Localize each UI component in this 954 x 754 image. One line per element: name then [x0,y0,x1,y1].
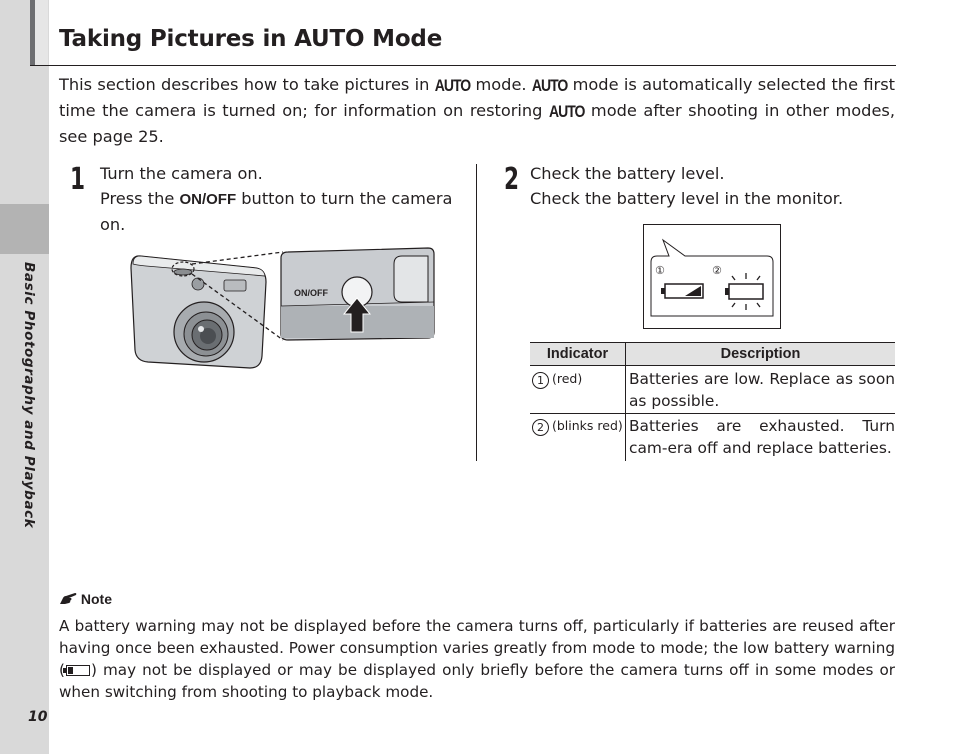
step-1-body: Press the ON/OFF button to turn the came… [100,186,467,237]
callout-2: ② [712,264,722,277]
indicator-cell: 2(blinks red) [530,413,626,461]
indicator-text: (blinks red) [552,418,623,433]
circled-number: 2 [532,419,549,436]
step-2-body: Check the battery level in the monitor. [530,189,844,208]
table-row: 1(red) Batteries are low. Replace as soo… [530,365,895,414]
table-header: Description [625,342,895,366]
note-heading-text: Note [80,591,113,607]
step-1-heading: Turn the camera on. [100,164,263,183]
table-header: Indicator [530,342,626,366]
camera-icon [130,255,267,369]
power-button-closeup: ON/OFF [280,247,435,341]
intro-text: This section describes how to take pictu… [59,75,435,94]
on-off-button-label: ON/OFF [294,288,328,298]
step-1-number: 1 [70,162,86,197]
description-cell: Batteries are low. Replace as soon as po… [625,365,895,414]
step-2-heading: Check the battery level. [530,164,725,183]
battery-indicators-icon: ① ② [650,238,774,317]
column-divider [476,164,477,461]
page-number: 10 [28,709,48,725]
intro-text: mode is automatically selected the first… [59,75,895,120]
side-strip [0,0,49,754]
title-accent-light [35,0,48,66]
intro-text: mode after shooting in other modes, see … [59,101,895,146]
step-2-number: 2 [504,162,520,197]
step-1-text: Press the [100,189,180,208]
description-cell: Batteries are exhausted. Turn cam-era of… [629,417,895,457]
auto-mode-icon: AUTO [434,75,471,95]
note-text: ) may not be displayed or may be display… [59,661,895,701]
auto-mode-icon: AUTO [548,101,585,121]
indicator-table: Indicator Description 1(red) Batteries a… [530,342,895,461]
note-body: A battery warning may not be displayed b… [59,615,895,703]
table-header-row: Indicator Description [530,342,895,366]
page-title: Taking Pictures in AUTO Mode [59,26,443,52]
circled-number: 1 [532,372,549,389]
intro-text: mode. [470,75,532,94]
title-accent-dark [30,0,35,66]
auto-mode-icon: AUTO [531,75,568,95]
callout-1: ① [655,264,665,277]
pointing-hand-icon [60,593,77,604]
table-row: 2(blinks red) Batteries are exhausted. T… [530,413,895,461]
indicator-text: (red) [552,371,583,386]
side-strip-tab [0,204,49,254]
camera-power-illustration: ON/OFF [130,247,435,369]
note-text: A battery warning may not be displayed b… [59,617,895,679]
step-1-text: button to turn the camera on. [100,189,453,234]
intro-paragraph: This section describes how to take pictu… [59,72,895,149]
low-battery-icon [62,665,90,676]
indicator-cell: 1(red) [530,365,626,414]
title-rule [30,65,896,66]
section-label: Basic Photography and Playback [21,262,37,529]
on-off-key: ON/OFF [179,191,237,208]
note-heading: Note [59,591,112,607]
monitor-illustration: ① ② [643,224,781,329]
